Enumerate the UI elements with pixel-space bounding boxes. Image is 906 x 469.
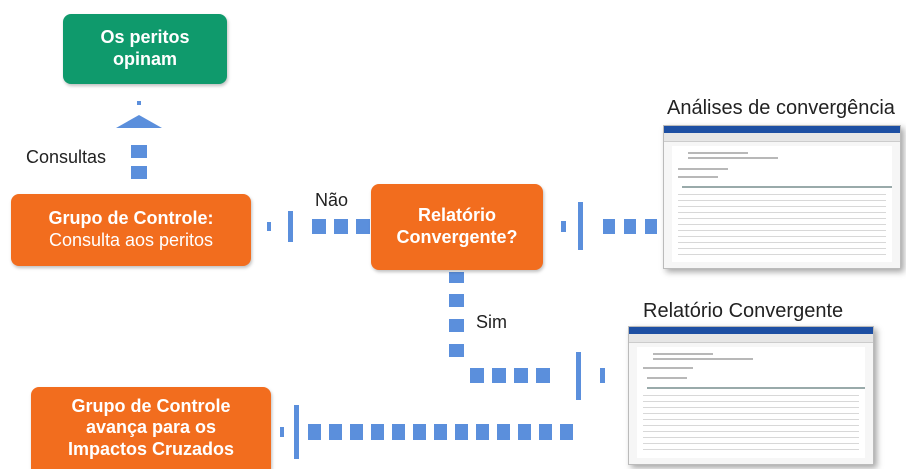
report-screenshot [628,326,874,465]
control-consult-title: Grupo de Controle: [48,208,214,229]
control-consult-sub: Consulta aos peritos [48,230,214,250]
control-advance-node: Grupo de Controle avança para os Impacto… [31,387,271,469]
nao-label: Não [315,190,349,210]
analysis-to-convergent-arrow [561,202,657,250]
experts-node-label: Os peritos opinam [100,27,190,69]
report-title: Relatório Convergente [643,300,844,322]
experts-node: Os peritos opinam [63,14,227,84]
report-to-advance-arrow [280,405,573,459]
control-advance-label: Grupo de Controle avança para os Impacto… [67,395,235,459]
convergent-question-label: Relatório Convergente? [396,205,518,247]
control-consult-node: Grupo de Controle: Consulta aos peritos [11,194,251,266]
consultas-label: Consultas [26,147,107,167]
convergent-question-node: Relatório Convergente? [371,184,543,270]
consultas-arrow [116,101,162,179]
nao-arrow [267,211,370,242]
sim-label: Sim [476,312,507,332]
analysis-title: Análises de convergência [667,97,895,119]
sim-arrow [449,272,605,400]
analysis-screenshot [663,125,901,269]
